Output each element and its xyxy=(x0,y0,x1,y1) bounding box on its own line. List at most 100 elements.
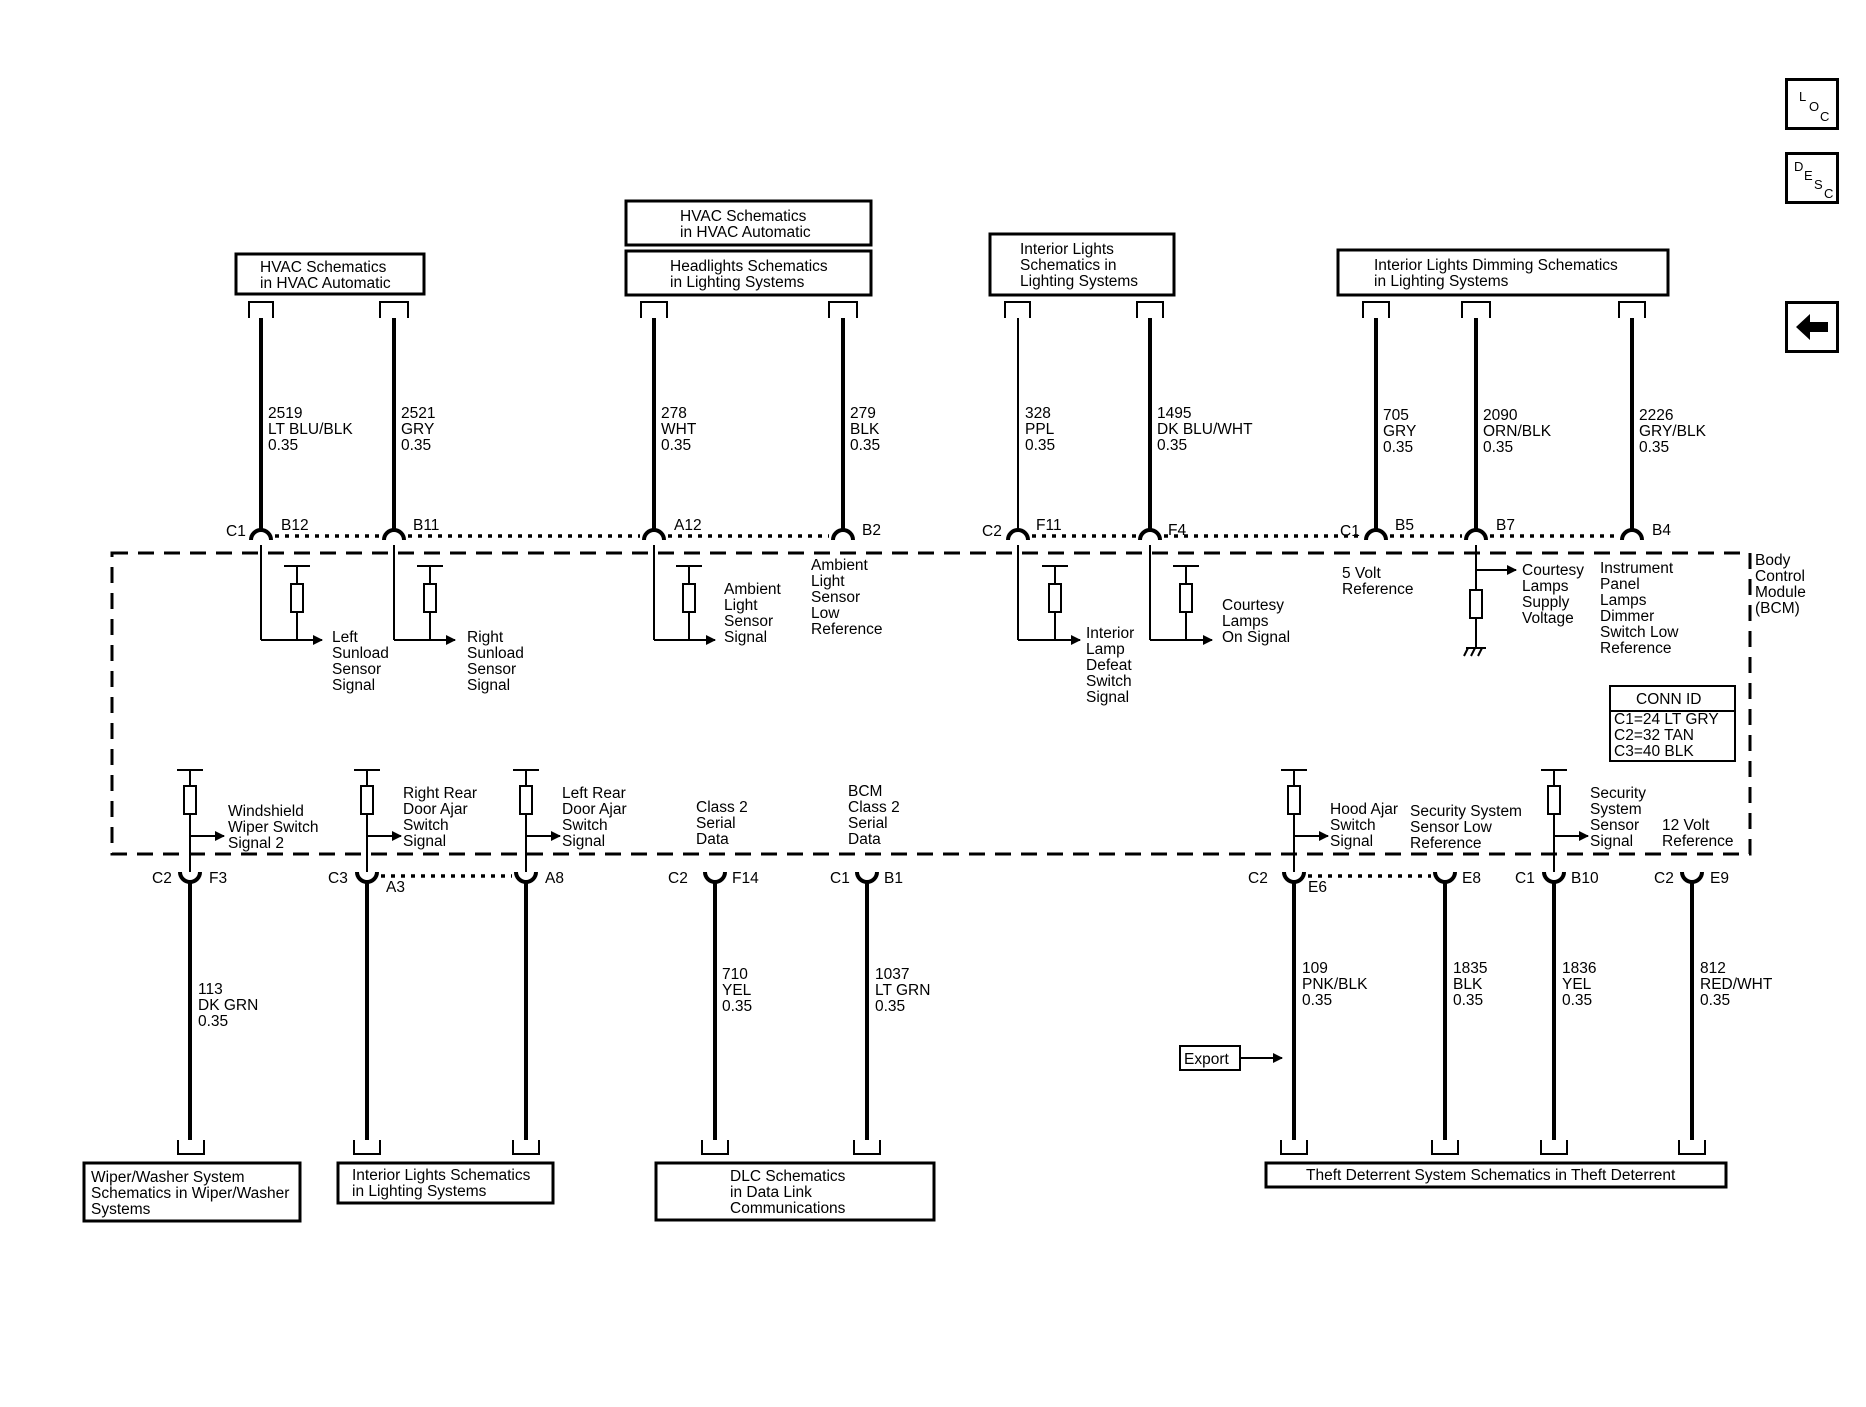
svg-text:Wiper/Washer System: Wiper/Washer System xyxy=(91,1169,245,1186)
top-wire-label-2226: 2226 GRY/BLK 0.35 xyxy=(1639,407,1707,456)
svg-text:Signal: Signal xyxy=(1590,833,1633,850)
svg-text:Door Ajar: Door Ajar xyxy=(562,801,627,818)
svg-text:0.35: 0.35 xyxy=(401,437,431,454)
desc-letter-c: C xyxy=(1824,186,1834,201)
svg-text:1835: 1835 xyxy=(1453,960,1487,977)
svg-text:(BCM): (BCM) xyxy=(1755,600,1800,617)
svg-text:Left: Left xyxy=(332,629,359,646)
svg-text:2226: 2226 xyxy=(1639,407,1673,424)
top-box-interior-lights[interactable]: Interior Lights Schematics in Lighting S… xyxy=(988,232,1176,297)
desc-letter-s: S xyxy=(1814,177,1823,192)
top-wire-label-2090: 2090 ORN/BLK 0.35 xyxy=(1483,407,1552,456)
svg-text:Switch: Switch xyxy=(1086,673,1132,690)
svg-text:CONN ID: CONN ID xyxy=(1636,691,1701,708)
svg-text:F14: F14 xyxy=(732,870,759,887)
desc-letter-e: E xyxy=(1804,168,1813,183)
signal-hood-ajar: Hood Ajar Switch Signal xyxy=(1330,801,1398,850)
back-button[interactable] xyxy=(1785,301,1839,353)
svg-text:0.35: 0.35 xyxy=(661,437,691,454)
loc-button[interactable]: L O C xyxy=(1785,78,1839,130)
svg-text:Interior Lights Schematics: Interior Lights Schematics xyxy=(352,1167,531,1184)
svg-text:Sensor: Sensor xyxy=(332,661,381,678)
signal-bcm-class2-data: BCM Class 2 Serial Data xyxy=(848,783,900,848)
bottom-box-interior-lights[interactable]: Interior Lights Schematics in Lighting S… xyxy=(336,1161,555,1205)
svg-text:Security System: Security System xyxy=(1410,803,1522,820)
top-wire-label-328: 328 PPL 0.35 xyxy=(1025,405,1055,454)
signal-ambient-low-ref: Ambient Light Sensor Low Reference xyxy=(811,557,883,638)
top-box-hvac-1[interactable]: HVAC Schematics in HVAC Automatic xyxy=(234,252,426,296)
svg-text:109: 109 xyxy=(1302,960,1328,977)
svg-text:C1: C1 xyxy=(226,523,246,540)
signal-12v-ref: 12 Volt Reference xyxy=(1662,817,1734,850)
svg-text:B2: B2 xyxy=(862,522,881,539)
svg-text:C2: C2 xyxy=(1654,870,1674,887)
top-box-headlights[interactable]: Headlights Schematics in Lighting System… xyxy=(624,249,873,297)
top-wire-label-279: 279 BLK 0.35 xyxy=(850,405,880,454)
desc-button[interactable]: D E S C xyxy=(1785,152,1839,204)
bottom-wire-label-113: 113 DK GRN 0.35 xyxy=(198,981,258,1030)
svg-text:BLK: BLK xyxy=(850,421,880,438)
svg-text:Door Ajar: Door Ajar xyxy=(403,801,468,818)
svg-text:0.35: 0.35 xyxy=(1453,992,1483,1009)
bottom-wire-label-1037: 1037 LT GRN 0.35 xyxy=(875,966,930,1015)
svg-text:E8: E8 xyxy=(1462,870,1481,887)
svg-text:in Data Link: in Data Link xyxy=(730,1184,812,1201)
svg-text:Data: Data xyxy=(848,831,881,848)
svg-text:705: 705 xyxy=(1383,407,1409,424)
svg-text:B12: B12 xyxy=(281,517,309,534)
svg-text:DK BLU/WHT: DK BLU/WHT xyxy=(1157,421,1253,438)
svg-text:0.35: 0.35 xyxy=(875,998,905,1015)
top-wires xyxy=(259,318,1634,530)
signal-left-rear-door: Left Rear Door Ajar Switch Signal xyxy=(562,785,627,850)
svg-text:Switch: Switch xyxy=(562,817,608,834)
svg-text:0.35: 0.35 xyxy=(1700,992,1730,1009)
top-wire-label-278: 278 WHT 0.35 xyxy=(661,405,697,454)
svg-text:Sensor: Sensor xyxy=(811,589,860,606)
top-wire-label-1495: 1495 DK BLU/WHT 0.35 xyxy=(1157,405,1253,454)
top-box-dimming[interactable]: Interior Lights Dimming Schematics in Li… xyxy=(1336,248,1670,297)
svg-text:Light: Light xyxy=(724,597,758,614)
signal-security-low-ref: Security System Sensor Low Reference xyxy=(1410,803,1522,852)
svg-text:C3=40 BLK: C3=40 BLK xyxy=(1614,743,1694,760)
svg-text:Hood Ajar: Hood Ajar xyxy=(1330,801,1398,818)
svg-text:BLK: BLK xyxy=(1453,976,1483,993)
bottom-box-wiper[interactable]: Wiper/Washer System Schematics in Wiper/… xyxy=(82,1161,302,1223)
bottom-box-theft-deterrent[interactable]: Theft Deterrent System Schematics in The… xyxy=(1264,1161,1728,1189)
bcm-internal-top xyxy=(260,545,1517,657)
svg-text:Supply: Supply xyxy=(1522,594,1570,611)
svg-text:HVAC Schematics: HVAC Schematics xyxy=(260,259,387,276)
top-wire-label-2519: 2519 LT BLU/BLK 0.35 xyxy=(268,405,353,454)
svg-text:GRY: GRY xyxy=(1383,423,1416,440)
signal-left-sunload: Left Sunload Sensor Signal xyxy=(332,629,389,694)
svg-text:2521: 2521 xyxy=(401,405,435,422)
svg-text:Signal: Signal xyxy=(467,677,510,694)
svg-text:Theft Deterrent System Schemat: Theft Deterrent System Schematics in The… xyxy=(1306,1167,1676,1184)
bottom-wire-label-1836: 1836 YEL 0.35 xyxy=(1562,960,1596,1009)
svg-text:Reference: Reference xyxy=(1342,581,1414,598)
svg-text:Courtesy: Courtesy xyxy=(1522,562,1584,579)
bottom-pin-labels: C2 F3 C3 A3 A8 C2 F14 C1 B1 C2 E6 E8 C1 … xyxy=(152,870,1729,896)
svg-text:PNK/BLK: PNK/BLK xyxy=(1302,976,1368,993)
bottom-box-terminals xyxy=(177,1140,1706,1155)
export-label[interactable]: Export xyxy=(1179,1045,1283,1071)
svg-text:A8: A8 xyxy=(545,870,564,887)
svg-text:Sensor: Sensor xyxy=(724,613,773,630)
svg-text:Signal 2: Signal 2 xyxy=(228,835,284,852)
svg-text:Lamps: Lamps xyxy=(1222,613,1269,630)
svg-text:in HVAC Automatic: in HVAC Automatic xyxy=(680,224,811,241)
svg-text:Reference: Reference xyxy=(1662,833,1734,850)
bottom-box-dlc[interactable]: DLC Schematics in Data Link Communicatio… xyxy=(654,1161,936,1222)
svg-text:Right Rear: Right Rear xyxy=(403,785,477,802)
signal-right-sunload: Right Sunload Sensor Signal xyxy=(467,629,524,694)
svg-text:Ambient: Ambient xyxy=(724,581,782,598)
signal-ambient-light: Ambient Light Sensor Signal xyxy=(724,581,782,646)
svg-text:A3: A3 xyxy=(386,879,405,896)
svg-text:812: 812 xyxy=(1700,960,1726,977)
svg-text:F11: F11 xyxy=(1036,517,1062,534)
svg-text:0.35: 0.35 xyxy=(1483,439,1513,456)
svg-text:Export: Export xyxy=(1184,1051,1229,1068)
svg-text:Reference: Reference xyxy=(1410,835,1482,852)
svg-text:Sunload: Sunload xyxy=(467,645,524,662)
svg-text:Sunload: Sunload xyxy=(332,645,389,662)
top-box-hvac-2[interactable]: HVAC Schematics in HVAC Automatic xyxy=(624,199,873,247)
